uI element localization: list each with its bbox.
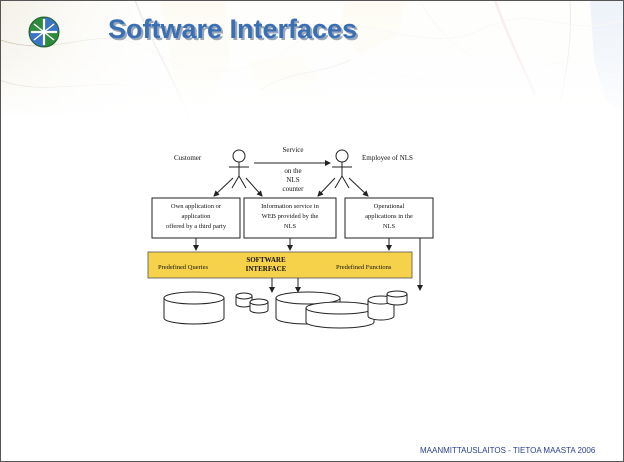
box-operational-applications: Operational applications in the NLS xyxy=(344,197,434,239)
svg-text:Operational: Operational xyxy=(374,203,405,210)
svg-text:NLS: NLS xyxy=(383,223,396,230)
svg-text:counter: counter xyxy=(283,185,305,193)
employee-label: Employee of NLS xyxy=(362,154,413,162)
svg-text:application: application xyxy=(182,213,212,220)
svg-text:NLS: NLS xyxy=(284,223,297,230)
svg-text:Service: Service xyxy=(283,146,304,154)
database-icon xyxy=(305,301,375,329)
globe-logo-icon xyxy=(28,16,60,48)
predefined-queries-label: Predefined Queries xyxy=(158,264,208,271)
service-counter-label: Service on the NLS counter xyxy=(283,146,305,193)
svg-text:applications in the: applications in the xyxy=(365,213,413,220)
customer-actor-icon xyxy=(229,149,249,189)
database-cylinders xyxy=(163,290,408,329)
svg-text:NLS: NLS xyxy=(286,176,299,184)
box-own-application: Own application or application offered b… xyxy=(151,197,241,239)
box-information-service: Information service in WEB provided by t… xyxy=(243,197,337,239)
svg-text:offered by a third party: offered by a third party xyxy=(166,223,227,230)
svg-text:Information service in: Information service in xyxy=(261,203,320,210)
predefined-functions-label: Predefined Functions xyxy=(336,264,392,271)
employee-actor-icon xyxy=(332,149,352,189)
svg-text:WEB provided by the: WEB provided by the xyxy=(262,213,319,220)
customer-label: Customer xyxy=(174,154,202,162)
database-icon xyxy=(163,291,225,325)
svg-text:on the: on the xyxy=(284,167,301,175)
svg-text:Own application or: Own application or xyxy=(171,203,222,210)
database-icon xyxy=(235,292,253,308)
footer-credit: MAANMITTAUSLAITOS - TIETOA MAASTA 2006 xyxy=(420,446,596,455)
slide-title: Software Interfaces xyxy=(108,14,358,44)
database-icon xyxy=(386,290,408,306)
database-icon xyxy=(249,298,269,314)
software-interface-bar: Predefined Queries SOFTWARE INTERFACE Pr… xyxy=(147,251,413,279)
software-interface-label-line1: SOFTWARE xyxy=(246,256,286,264)
software-interface-label-line2: INTERFACE xyxy=(246,265,287,273)
